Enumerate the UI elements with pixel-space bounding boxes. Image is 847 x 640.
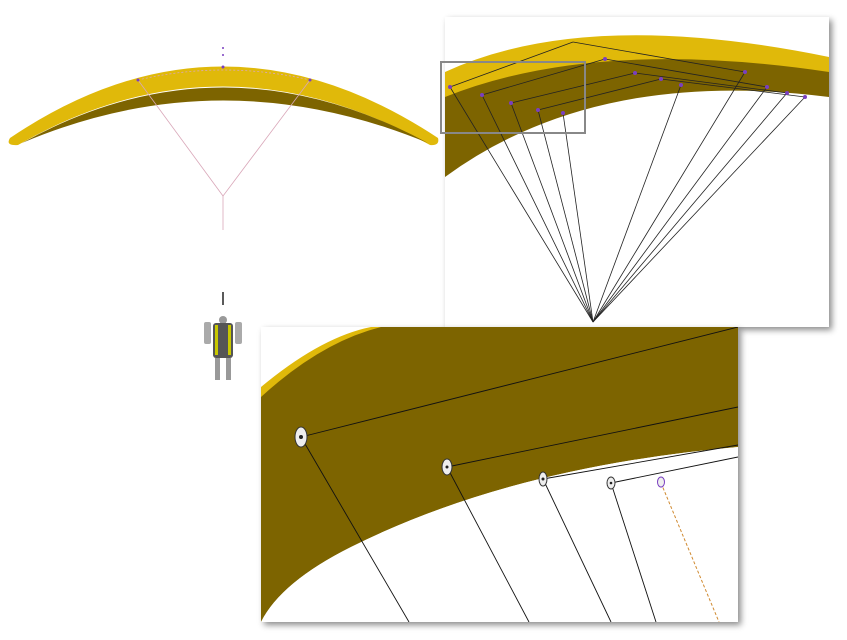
pilot-figure bbox=[204, 292, 242, 380]
wing-underside bbox=[22, 87, 428, 143]
detail-lines-view bbox=[445, 35, 829, 323]
detail-attachments-view bbox=[261, 327, 738, 622]
wing-underside bbox=[261, 327, 738, 622]
detail-panel-lines bbox=[445, 17, 829, 327]
suspension-lines bbox=[137, 69, 311, 230]
wing-canopy bbox=[8, 66, 439, 146]
wing-canopy bbox=[445, 35, 829, 132]
attachment-points bbox=[136, 47, 312, 82]
brake-line bbox=[660, 482, 720, 622]
suspension-lines bbox=[300, 327, 738, 622]
detail-panel-attachments bbox=[261, 327, 738, 622]
attachment-points bbox=[294, 426, 665, 490]
